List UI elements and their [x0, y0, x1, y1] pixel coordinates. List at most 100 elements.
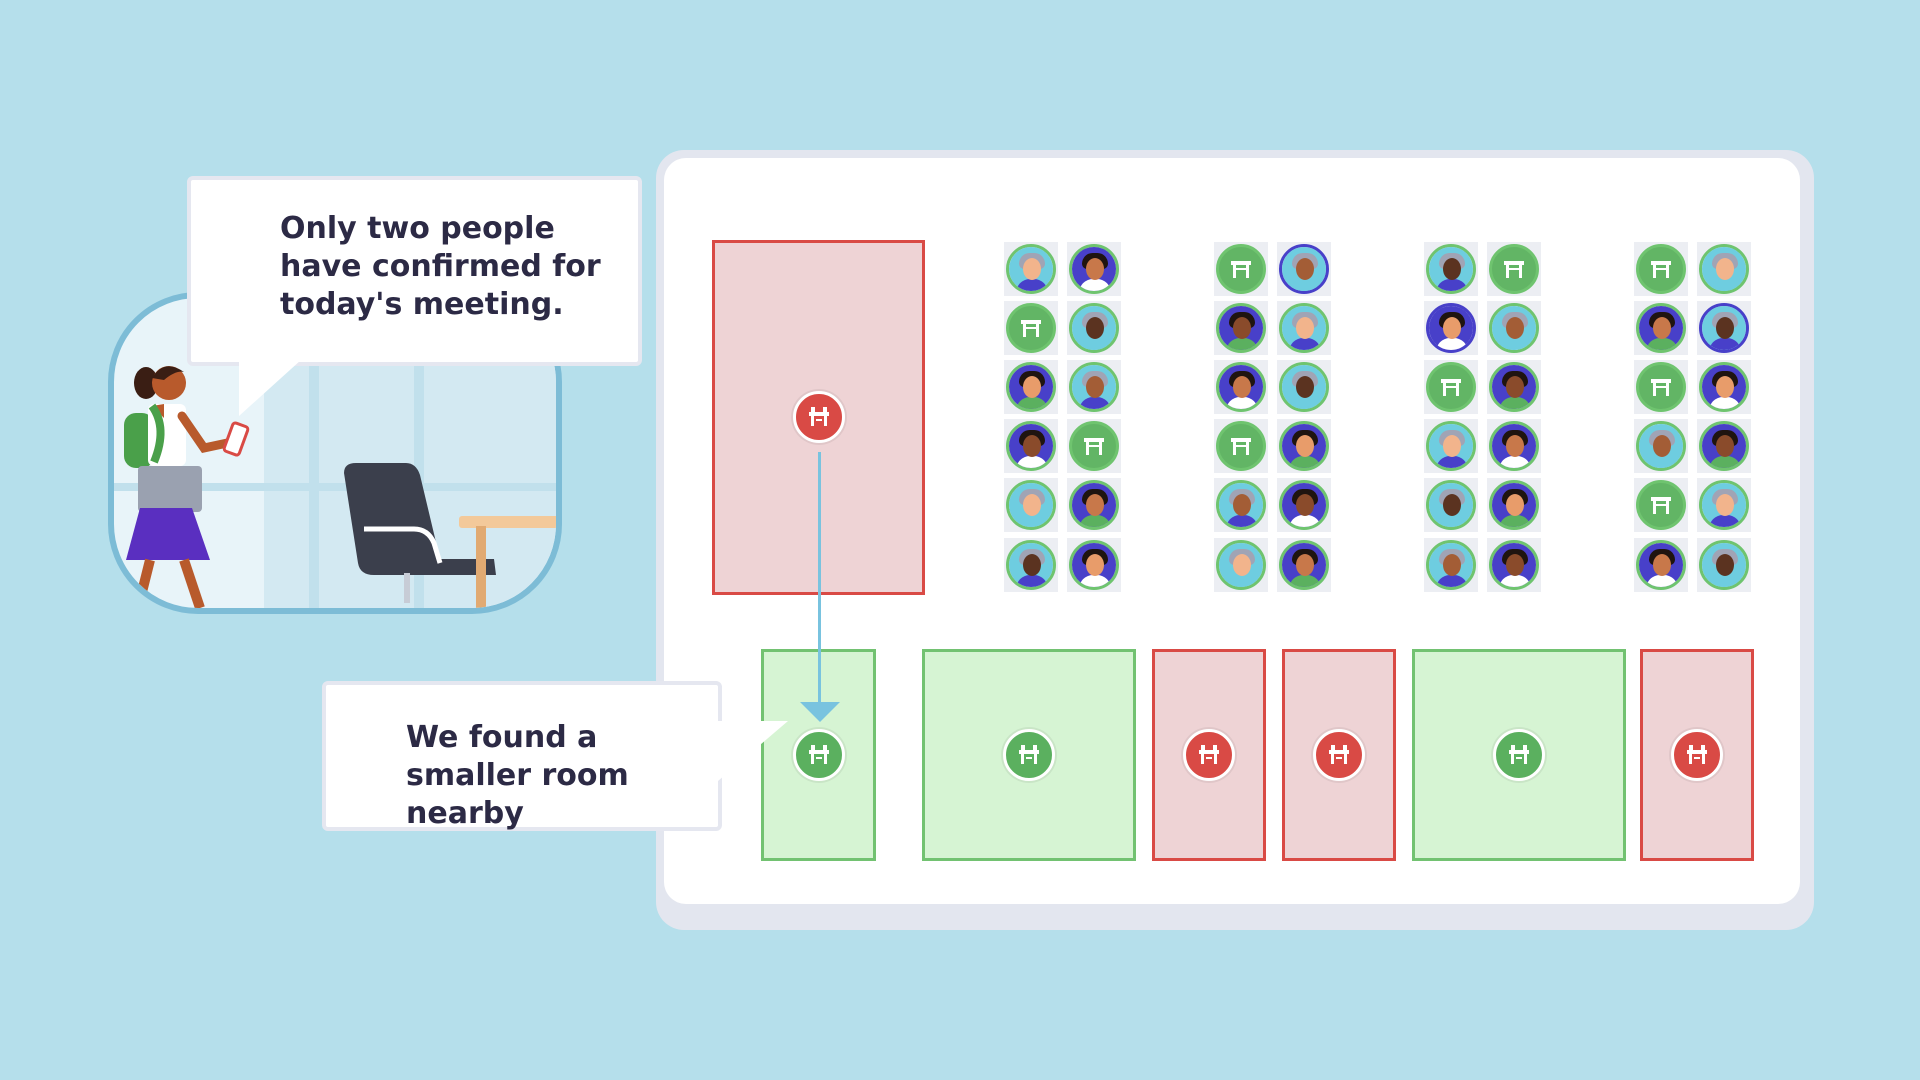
desk-occupied[interactable]	[1004, 478, 1058, 532]
desk-available[interactable]	[1214, 419, 1268, 473]
avatar	[1489, 303, 1539, 353]
desk-icon	[1489, 244, 1539, 294]
desk-occupied[interactable]	[1424, 538, 1478, 592]
avatar	[1069, 362, 1119, 412]
meeting-table-icon[interactable]	[1183, 729, 1235, 781]
avatar	[1426, 480, 1476, 530]
desk-occupied[interactable]	[1697, 538, 1751, 592]
avatar	[1216, 303, 1266, 353]
meeting-room-3[interactable]	[1152, 649, 1266, 861]
avatar	[1216, 480, 1266, 530]
desk-occupied[interactable]	[1214, 538, 1268, 592]
desk-occupied[interactable]	[1277, 478, 1331, 532]
desk-occupied[interactable]	[1634, 538, 1688, 592]
walking-person-illustration	[124, 366, 250, 608]
window-sill	[114, 483, 556, 491]
desk-occupied[interactable]	[1214, 478, 1268, 532]
desk-occupied[interactable]	[1067, 242, 1121, 296]
desk-occupied[interactable]	[1697, 301, 1751, 355]
desk-occupied[interactable]	[1424, 242, 1478, 296]
meeting-table-icon[interactable]	[792, 391, 845, 443]
meeting-table-icon[interactable]	[792, 729, 845, 781]
desk-occupied[interactable]	[1424, 419, 1478, 473]
desk-icon	[1636, 480, 1686, 530]
desk-icon	[1069, 421, 1119, 471]
avatar	[1699, 421, 1749, 471]
desk-occupied[interactable]	[1004, 419, 1058, 473]
desk-occupied[interactable]	[1277, 538, 1331, 592]
desk-leg	[476, 526, 486, 608]
desk-occupied[interactable]	[1067, 538, 1121, 592]
desk-occupied[interactable]	[1697, 478, 1751, 532]
desk-available[interactable]	[1634, 242, 1688, 296]
desk-occupied[interactable]	[1067, 360, 1121, 414]
desk-occupied[interactable]	[1277, 301, 1331, 355]
avatar	[1006, 421, 1056, 471]
desk-occupied[interactable]	[1004, 242, 1058, 296]
avatar	[1069, 540, 1119, 590]
avatar	[1489, 540, 1539, 590]
desk-available[interactable]	[1004, 301, 1058, 355]
desk-illustration	[459, 516, 556, 528]
bubble-top-text: Only two people have confirmed for today…	[280, 211, 601, 322]
desk-occupied[interactable]	[1487, 360, 1541, 414]
avatar	[1069, 244, 1119, 294]
desk-occupied[interactable]	[1487, 419, 1541, 473]
desk-available[interactable]	[1634, 360, 1688, 414]
avatar	[1636, 421, 1686, 471]
desk-occupied[interactable]	[1214, 301, 1268, 355]
avatar	[1426, 303, 1476, 353]
desk-occupied[interactable]	[1067, 301, 1121, 355]
desk-icon	[1636, 362, 1686, 412]
desk-occupied[interactable]	[1697, 360, 1751, 414]
avatar	[1279, 244, 1329, 294]
desk-icon	[1216, 421, 1266, 471]
desk-available[interactable]	[1214, 242, 1268, 296]
meeting-table-icon[interactable]	[1313, 729, 1365, 781]
avatar	[1279, 362, 1329, 412]
desk-occupied[interactable]	[1487, 538, 1541, 592]
desk-occupied[interactable]	[1424, 301, 1478, 355]
desk-available[interactable]	[1067, 419, 1121, 473]
desk-occupied[interactable]	[1697, 419, 1751, 473]
desk-available[interactable]	[1634, 478, 1688, 532]
desk-occupied[interactable]	[1277, 419, 1331, 473]
avatar	[1006, 244, 1056, 294]
desk-available[interactable]	[1424, 360, 1478, 414]
avatar	[1426, 244, 1476, 294]
meeting-table-icon[interactable]	[1493, 729, 1545, 781]
avatar	[1216, 362, 1266, 412]
avatar	[1489, 421, 1539, 471]
avatar	[1699, 244, 1749, 294]
avatar	[1006, 540, 1056, 590]
desk-occupied[interactable]	[1697, 242, 1751, 296]
desk-occupied[interactable]	[1277, 242, 1331, 296]
desk-occupied[interactable]	[1004, 538, 1058, 592]
desk-icon	[1426, 362, 1476, 412]
speech-bubble-bottom: We found a smaller room nearby	[322, 681, 788, 831]
avatar	[1699, 480, 1749, 530]
avatar	[1006, 480, 1056, 530]
avatar	[1279, 540, 1329, 590]
bubble-tail	[718, 721, 788, 781]
avatar	[1699, 303, 1749, 353]
desk-occupied[interactable]	[1487, 301, 1541, 355]
desk-occupied[interactable]	[1634, 301, 1688, 355]
meeting-table-icon[interactable]	[1671, 729, 1723, 781]
desk-icon	[1636, 244, 1686, 294]
avatar	[1426, 421, 1476, 471]
desk-occupied[interactable]	[1214, 360, 1268, 414]
desk-occupied[interactable]	[1004, 360, 1058, 414]
desk-occupied[interactable]	[1634, 419, 1688, 473]
office-chair-illustration	[344, 463, 496, 603]
desk-available[interactable]	[1487, 242, 1541, 296]
desk-occupied[interactable]	[1487, 478, 1541, 532]
window-frame	[309, 298, 319, 608]
desk-occupied[interactable]	[1067, 478, 1121, 532]
window-frame	[414, 298, 424, 608]
avatar	[1636, 303, 1686, 353]
meeting-table-icon[interactable]	[1003, 729, 1055, 781]
speech-bubble-top: Only two people have confirmed for today…	[187, 176, 642, 416]
desk-occupied[interactable]	[1424, 478, 1478, 532]
desk-occupied[interactable]	[1277, 360, 1331, 414]
